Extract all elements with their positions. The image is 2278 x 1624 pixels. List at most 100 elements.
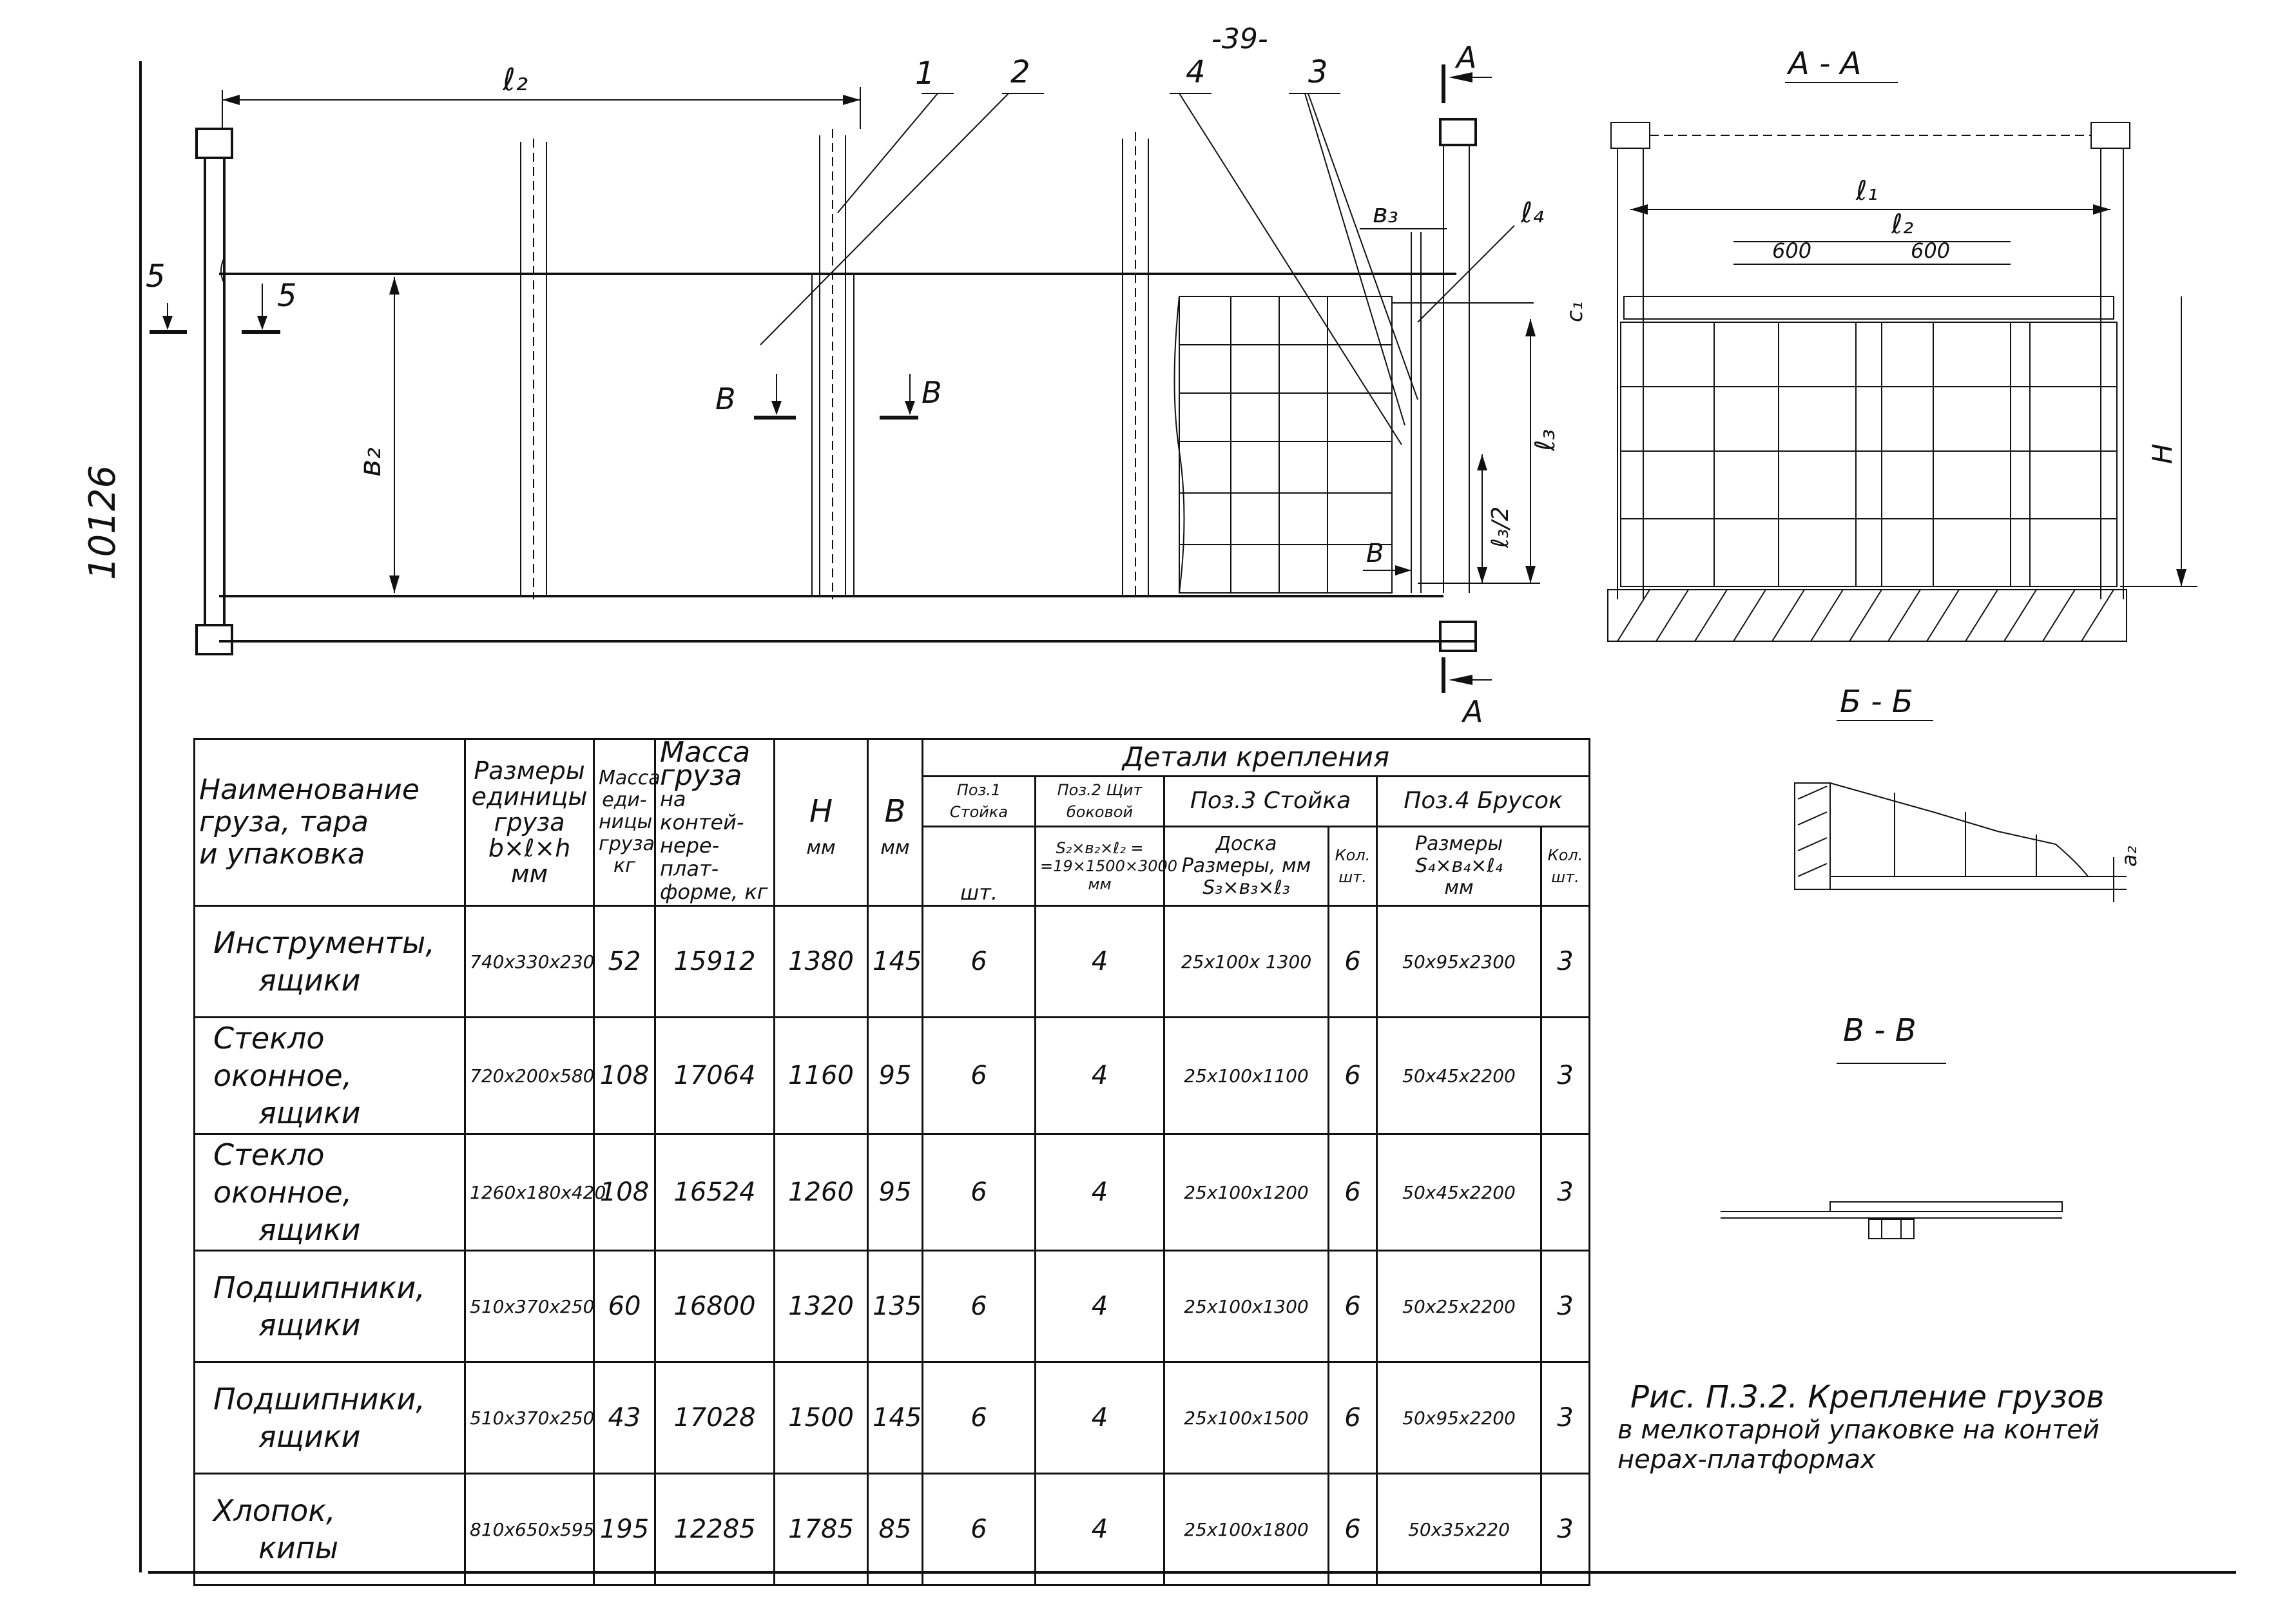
callout-4: 4 (1186, 54, 1206, 90)
cell-b: 95 (867, 1133, 923, 1252)
col-header-pos1-unit: шт. (922, 826, 1036, 907)
cell-pos2: 4 (1034, 1361, 1165, 1474)
cell-h: 1500 (773, 1361, 869, 1474)
figure-caption: Рис. П.3.2. Крепление грузов в мелкотарн… (1617, 1379, 2275, 1474)
dim-l2-label: ℓ₂ (502, 62, 528, 98)
cell-h: 1260 (773, 1133, 869, 1252)
corner-fitting (1439, 621, 1477, 652)
cell-size: 1260х180х420 (464, 1133, 606, 1252)
caption-line-3: нерах-платформах (1617, 1445, 1876, 1474)
cell-size: 510х370х250 (464, 1361, 595, 1474)
cell-h: 1160 (773, 1016, 869, 1135)
cell-b: 135 (867, 1250, 923, 1363)
cell-h: 1380 (773, 905, 869, 1018)
cell-pos2: 4 (1034, 1016, 1165, 1135)
dim-b2-label: в₂ (352, 447, 387, 477)
cell-cargo-mass: 16524 (654, 1133, 775, 1252)
cell-pos3-qty: 6 (1327, 1016, 1378, 1135)
cell-name: Подшипники,ящики (193, 1250, 466, 1363)
cell-pos1: 6 (922, 1361, 1036, 1474)
section-aa-title: А - А (1786, 46, 1862, 82)
cell-b: 145 (867, 1361, 923, 1474)
dim-l3-half-label: ℓ₃/2 (1487, 507, 1514, 548)
corner-fitting (195, 624, 233, 655)
cell-unit-mass: 108 (593, 1133, 656, 1252)
section-vv-view: В - В (1721, 1012, 2063, 1239)
cell-unit-mass: 108 (593, 1016, 656, 1135)
cell-cargo-mass: 17028 (654, 1361, 775, 1474)
cell-pos2: 4 (1034, 1133, 1165, 1252)
callout-1: 1 (915, 55, 935, 92)
cell-b: 95 (867, 1016, 923, 1135)
section-5-label-right: 5 (277, 278, 297, 314)
cell-pos4-size: 50х45х2200 (1376, 1016, 1542, 1135)
floor-hatch (1617, 589, 2114, 642)
cell-size: 720х200х580 (464, 1016, 595, 1135)
cell-h: 1320 (773, 1250, 869, 1363)
cell-pos1: 6 (922, 1016, 1036, 1135)
cell-name: Хлопок,кипы (193, 1473, 466, 1586)
stake-post (1122, 132, 1149, 599)
table-row: Хлопок,кипы 810х650х595 195 12285 1785 8… (193, 1473, 1591, 1586)
cell-size: 510х370х250 (464, 1250, 595, 1363)
cell-pos3-size: 25х100х1100 (1163, 1016, 1329, 1135)
stake-post (1443, 145, 1470, 593)
plan-view: ℓ₂ в₂ 5 5 В В А А 1 (146, 40, 1561, 729)
cell-unit-mass: 195 (593, 1473, 656, 1586)
col-header-fastening: Детали крепления (921, 738, 1591, 777)
cell-unit-mass: 52 (593, 905, 656, 1018)
col-header-pos4-qty: Кол. шт. (1540, 826, 1591, 907)
cell-h: 1785 (773, 1473, 869, 1586)
dim-600-left: 600 (1772, 238, 1811, 263)
cell-pos4-size: 50х45х2200 (1376, 1133, 1542, 1252)
dim-l3-label: ℓ₃ (1529, 429, 1561, 452)
dim-600-right: 600 (1911, 238, 1950, 263)
col-header-pos4: Поз.4 Брусок (1375, 775, 1591, 828)
cell-pos1: 6 (922, 1133, 1036, 1252)
cell-pos4-qty: 3 (1540, 1133, 1591, 1252)
table-row: Подшипники,ящики 510х370х250 60 16800 13… (193, 1250, 1591, 1363)
cargo-grid (1173, 296, 1393, 594)
dim-l4-label: ℓ₄ (1520, 197, 1544, 229)
cell-pos4-qty: 3 (1540, 905, 1591, 1018)
cell-pos4-qty: 3 (1540, 1250, 1591, 1363)
cell-name: Стекло оконное,ящики (193, 1016, 466, 1135)
section-vv-title: В - В (1843, 1012, 1916, 1049)
cell-name: Подшипники,ящики (193, 1361, 466, 1474)
cell-pos3-size: 25х100х1300 (1163, 1250, 1329, 1363)
section-a-label-bottom: А (1461, 694, 1483, 729)
side-code: 10126 (82, 465, 124, 580)
cell-b: 85 (867, 1473, 923, 1586)
cell-pos2: 4 (1034, 1250, 1165, 1363)
caption-line-1: Рис. П.3.2. Крепление грузов (1630, 1379, 2105, 1415)
cell-pos2: 4 (1034, 905, 1165, 1018)
stake-post (811, 129, 854, 599)
section-v-label-left: В (715, 382, 736, 416)
dim-h-label: Н (2147, 443, 2178, 464)
cell-pos3-size: 25х100х 1300 (1163, 905, 1329, 1018)
cell-pos1: 6 (922, 905, 1036, 1018)
dim-b3-label: в₃ (1373, 199, 1398, 229)
cell-pos4-size: 50х25х2200 (1376, 1250, 1542, 1363)
section-a-label-top: А (1454, 40, 1476, 75)
dim-c1-label: с₁ (1562, 302, 1588, 322)
cell-pos3-qty: 6 (1327, 1361, 1378, 1474)
cell-cargo-mass: 17064 (654, 1016, 775, 1135)
cell-pos3-size: 25х100х1800 (1163, 1473, 1329, 1586)
cell-b: 145 (867, 905, 923, 1018)
dim-l2-aa-label: ℓ₂ (1891, 208, 1913, 240)
cell-unit-mass: 60 (593, 1250, 656, 1363)
cell-cargo-mass: 16800 (654, 1250, 775, 1363)
section-v-label-right: В (922, 375, 942, 410)
cell-pos4-size: 50х95х2200 (1376, 1361, 1542, 1474)
page-number: -39- (1211, 23, 1268, 55)
section-bb-title: Б - Б (1840, 684, 1913, 720)
table-row: Стекло оконное,ящики 720х200х580 108 170… (193, 1016, 1591, 1135)
